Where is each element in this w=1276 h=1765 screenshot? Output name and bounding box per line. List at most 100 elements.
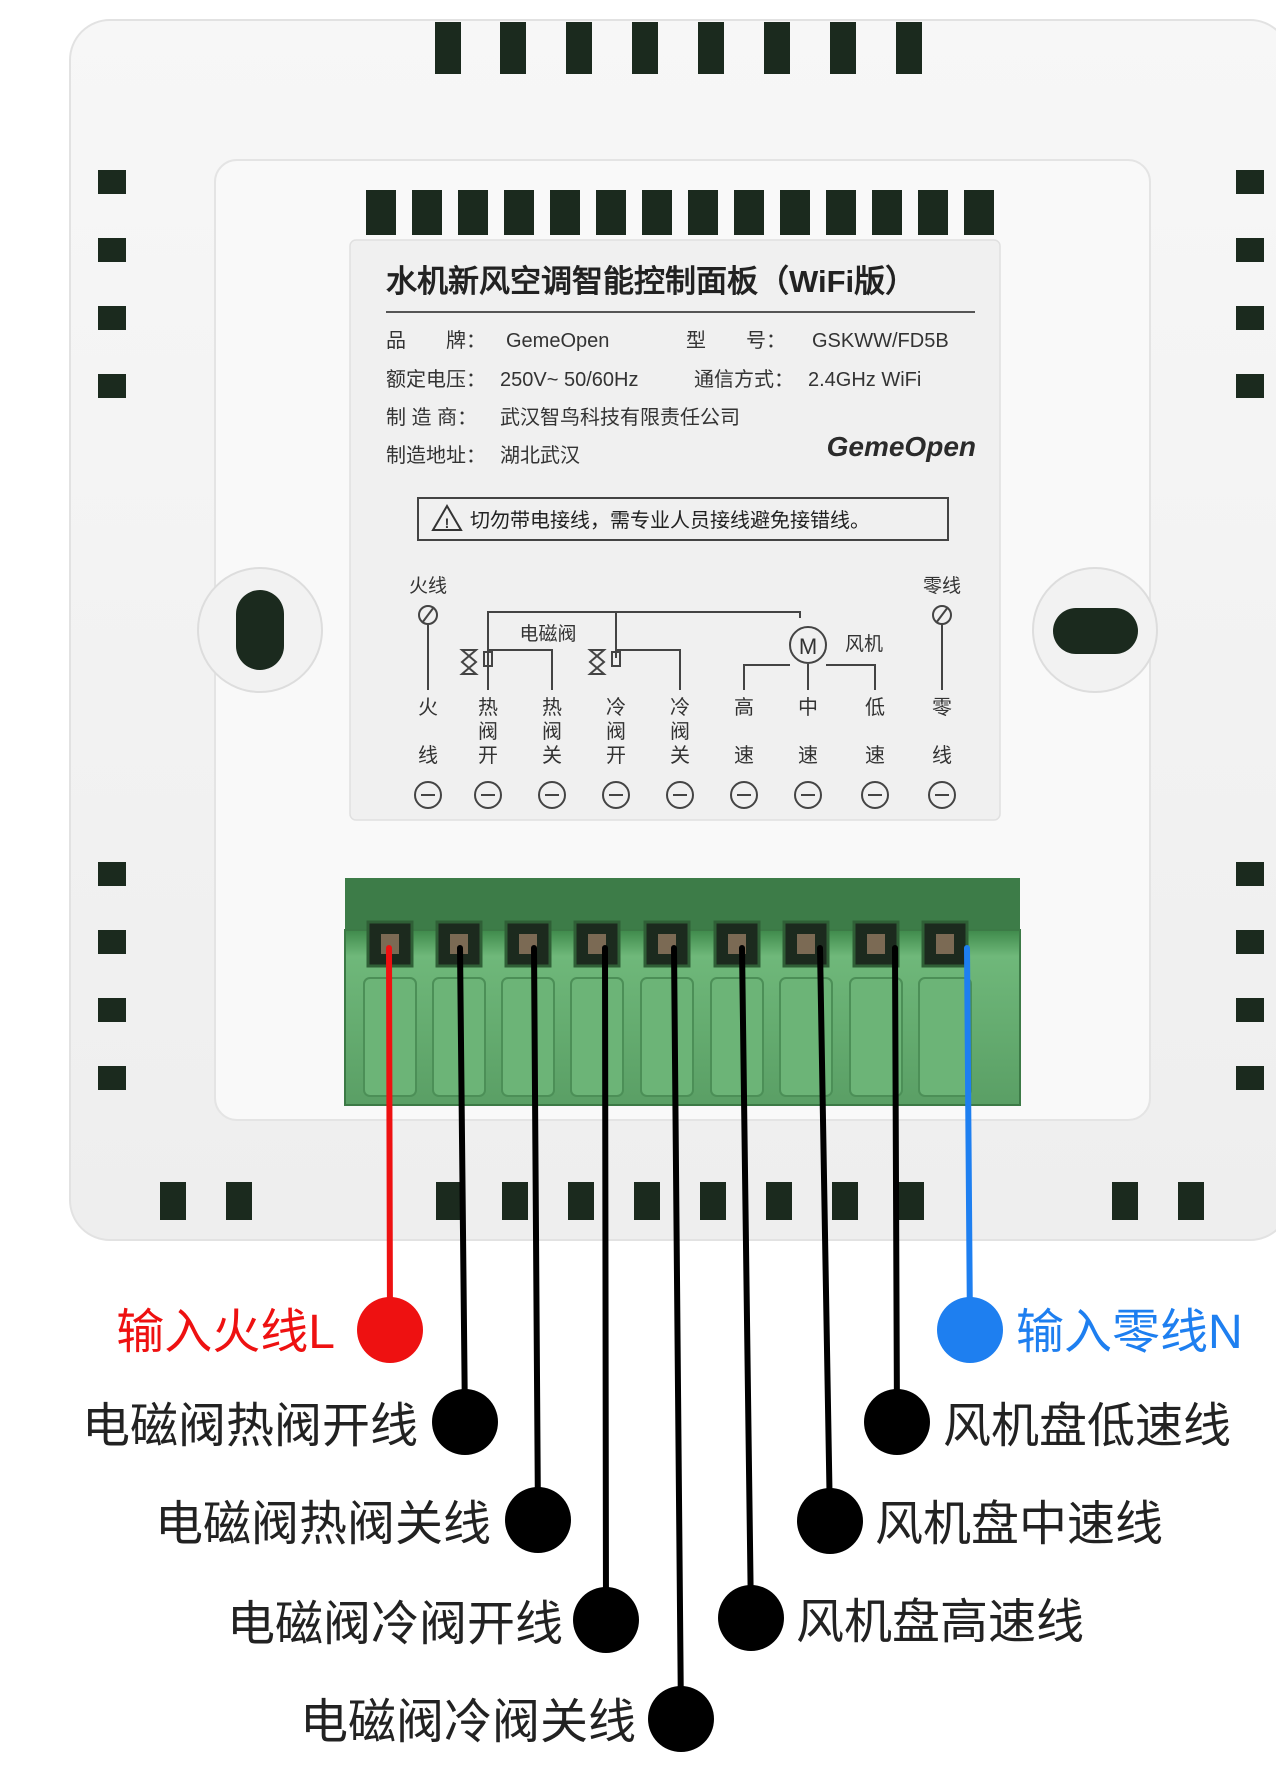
terminal-label-char: 线 <box>418 744 438 767</box>
brand-label: 品 牌： <box>386 329 486 352</box>
wire-4 <box>671 945 684 1722</box>
wire-end-dot-5 <box>718 1585 784 1651</box>
terminal-contact <box>867 934 885 954</box>
terminal-label-char: 阀 <box>542 720 562 743</box>
address-label: 制造地址： <box>386 444 486 467</box>
voltage-label: 额定电压： <box>386 368 486 391</box>
wire-label-1: 电磁阀热阀开线 <box>82 1400 418 1453</box>
motor-letter: M <box>799 634 817 659</box>
wire-labels: 输入火线L电磁阀热阀开线电磁阀热阀关线电磁阀冷阀开线电磁阀冷阀关线风机盘高速线风… <box>82 1306 1243 1749</box>
terminal-contact <box>936 934 954 954</box>
right-mounting-hole <box>1032 567 1158 693</box>
model-label: 型 号： <box>686 329 786 352</box>
terminal-label-char: 零 <box>932 697 952 719</box>
terminal-label-char: 线 <box>932 744 952 767</box>
svg-text:!: ! <box>445 515 450 531</box>
wire-6 <box>817 945 833 1524</box>
screw-symbol <box>928 781 956 809</box>
terminal-rib <box>570 977 624 1097</box>
brand-value: GemeOpen <box>506 330 609 352</box>
screw-symbol <box>730 781 758 809</box>
terminal-label-char: 关 <box>670 744 690 767</box>
terminal-label-char: 速 <box>865 744 885 767</box>
fan-label: 风机 <box>845 633 883 655</box>
terminal-label-char: 低 <box>865 696 885 719</box>
wire-end-dot-4 <box>648 1686 714 1752</box>
terminal-label-char: 阀 <box>478 720 498 743</box>
terminal-rib <box>918 977 972 1097</box>
screw-symbol <box>861 781 889 809</box>
terminal-label-char: 阀 <box>606 720 626 743</box>
terminal-rib <box>849 977 903 1097</box>
terminal-screws <box>414 781 956 809</box>
terminal-label-char: 关 <box>542 744 562 767</box>
screw-symbol <box>474 781 502 809</box>
wire-5 <box>739 945 754 1621</box>
wire-end-dot-7 <box>864 1389 930 1455</box>
top-vents <box>435 22 922 74</box>
terminal-label-char: 火 <box>418 697 438 719</box>
wire-end-dot-3 <box>573 1587 639 1653</box>
spec-lines: 品 牌： GemeOpen 型 号： GSKWW/FD5B 额定电压： 250V… <box>386 329 949 467</box>
terminal-label-1: 热阀开 <box>478 696 498 767</box>
terminal-label-char: 开 <box>606 745 626 767</box>
wire-end-dot-8 <box>937 1297 1003 1363</box>
warning-icon: ! <box>431 504 463 531</box>
screw-symbol <box>538 781 566 809</box>
terminal-rib <box>710 977 764 1097</box>
terminal-label-char: 热 <box>478 696 498 719</box>
valve-label: 电磁阀 <box>519 623 576 645</box>
comm-value: 2.4GHz WiFi <box>808 369 921 391</box>
wire-label-3: 电磁阀冷阀开线 <box>227 1598 563 1651</box>
valve-symbols <box>459 649 621 675</box>
maker-label: 制 造 商： <box>386 406 477 429</box>
warning-text: 切勿带电接线，需专业人员接线避免接错线。 <box>470 509 870 532</box>
terminal-label-6: 中速 <box>798 696 818 767</box>
screw-symbol <box>794 781 822 809</box>
warning-box <box>417 497 949 541</box>
neutral-label: 零线 <box>923 575 961 597</box>
terminal-contact <box>450 934 468 954</box>
wire-label-7: 风机盘低速线 <box>943 1400 1231 1453</box>
wire-end-dot-1 <box>432 1389 498 1455</box>
wire-label-6: 风机盘中速线 <box>875 1498 1163 1551</box>
address-value: 湖北武汉 <box>500 444 580 467</box>
product-title: 水机新风空调智能控制面板（WiFi版） <box>386 264 916 299</box>
upper-vents <box>366 190 994 235</box>
terminal-label-char: 中 <box>798 696 818 719</box>
terminal-rib <box>501 977 555 1097</box>
terminal-contact <box>797 934 815 954</box>
terminal-label-char: 阀 <box>670 720 690 743</box>
maker-value: 武汉智鸟科技有限责任公司 <box>500 406 740 429</box>
wire-1 <box>457 945 468 1425</box>
left-vents <box>98 170 126 1090</box>
model-value: GSKWW/FD5B <box>812 330 949 352</box>
terminal-label-2: 热阀关 <box>542 696 562 767</box>
terminal-label-char: 热 <box>542 696 562 719</box>
wire-end-dot-6 <box>797 1488 863 1554</box>
live-label: 火线 <box>409 575 447 597</box>
neutral-terminal-symbol <box>932 605 952 625</box>
terminal-label-7: 低速 <box>865 696 885 767</box>
terminal-label-char: 速 <box>798 744 818 767</box>
wire-end-dot-2 <box>505 1487 571 1553</box>
wire-label-8: 输入零线N <box>1016 1306 1243 1359</box>
wire-label-0: 输入火线L <box>116 1306 335 1359</box>
terminal-slots <box>363 920 972 1097</box>
label-sticker <box>349 239 1001 821</box>
wire-0 <box>386 945 393 1333</box>
terminal-contact <box>588 934 606 954</box>
wire-label-4: 电磁阀冷阀关线 <box>300 1696 636 1749</box>
terminal-label-char: 高 <box>734 696 754 719</box>
terminal-label-3: 冷阀开 <box>606 696 626 767</box>
terminal-label-4: 冷阀关 <box>670 696 690 767</box>
terminal-label-char: 速 <box>734 744 754 767</box>
wire-7 <box>892 945 900 1425</box>
wire-label-5: 风机盘高速线 <box>796 1596 1084 1649</box>
left-mounting-hole <box>197 567 323 693</box>
terminal-label-5: 高速 <box>734 696 754 767</box>
terminal-label-char: 冷 <box>606 696 626 719</box>
wire-8 <box>964 945 973 1333</box>
